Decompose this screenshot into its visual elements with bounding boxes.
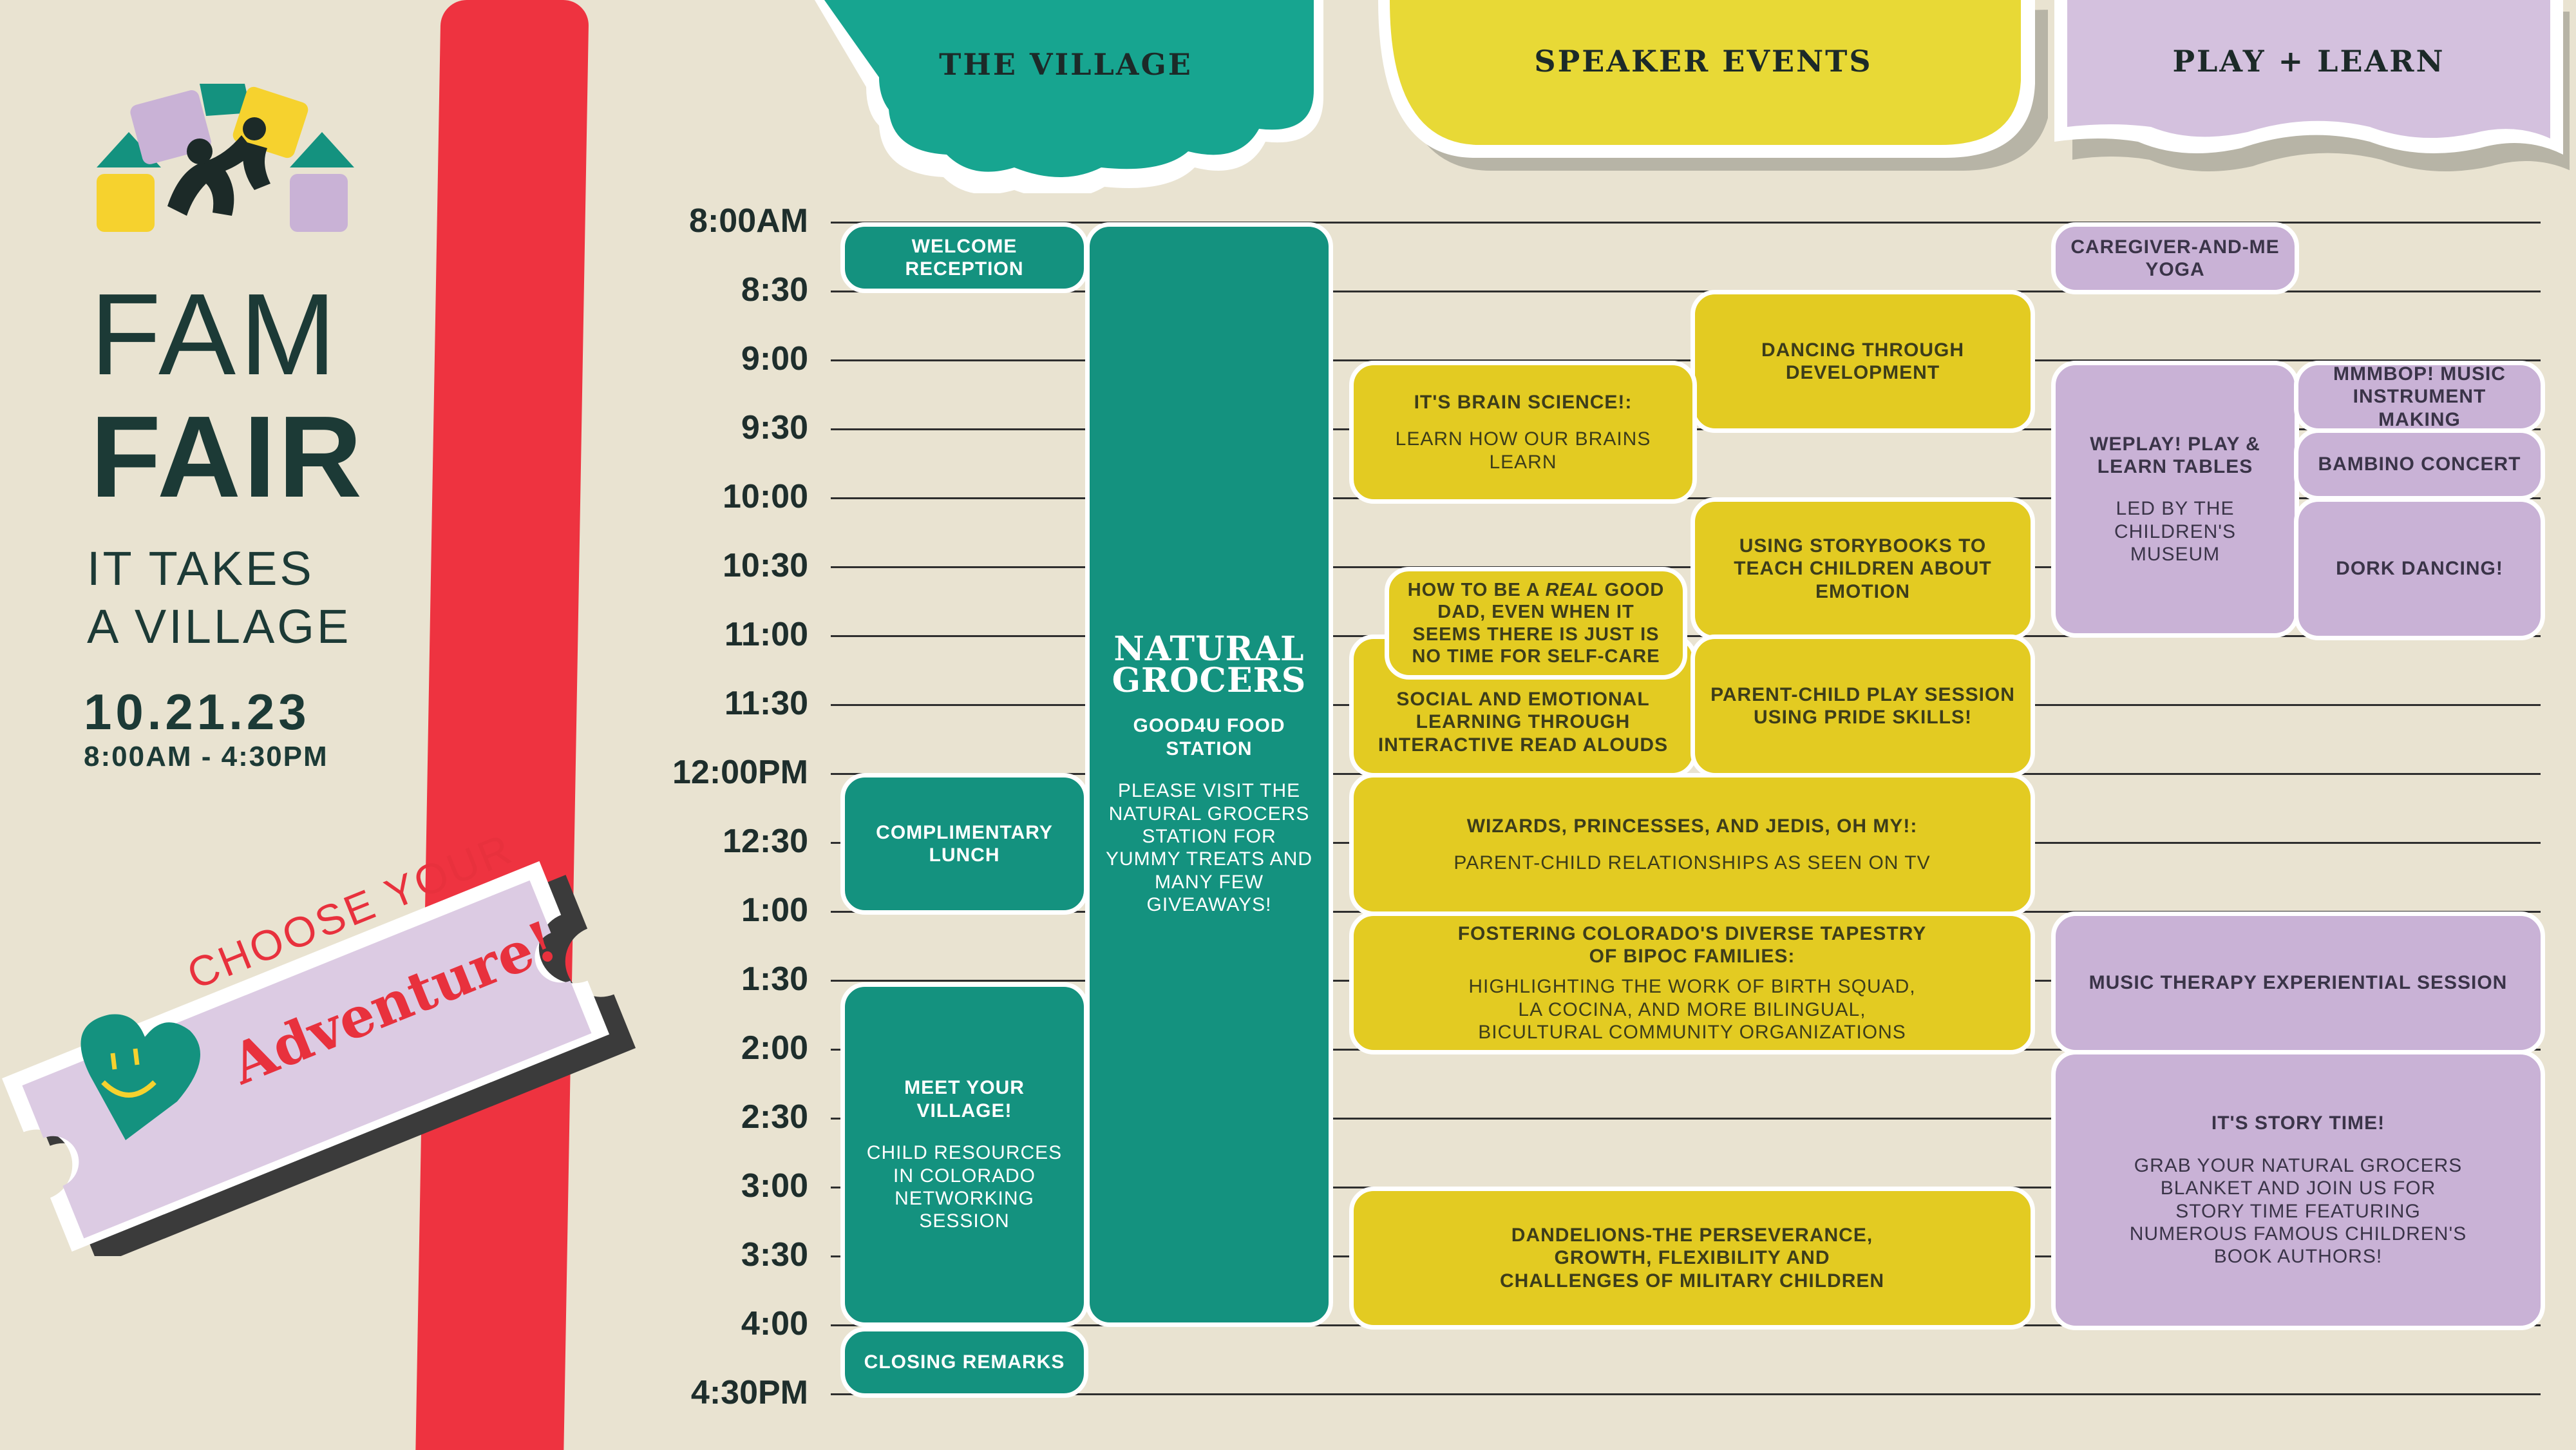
- event-title: USING STORYBOOKS TO TEACH CHILDREN ABOUT…: [1734, 535, 1992, 602]
- event-complimentary-lunch[interactable]: COMPLIMENTARY LUNCH: [840, 773, 1088, 915]
- time-label: 4:30PM: [690, 1374, 808, 1411]
- time-label: 10:30: [723, 547, 808, 584]
- event-story-time[interactable]: IT'S STORY TIME! GRAB YOUR NATURAL GROCE…: [2051, 1050, 2545, 1330]
- grid-line: [831, 566, 2541, 568]
- event-storybooks-emotion[interactable]: USING STORYBOOKS TO TEACH CHILDREN ABOUT…: [1690, 497, 2035, 640]
- event-subtitle: LED BY THE CHILDREN'S MUSEUM: [2114, 498, 2237, 566]
- event-title: MUSIC THERAPY EXPERIENTIAL SESSION: [2088, 972, 2508, 994]
- event-weplay-tables[interactable]: WEPLAY! PLAY & LEARN TABLES LED BY THE C…: [2051, 361, 2299, 638]
- event-title: DANCING THROUGH DEVELOPMENT: [1761, 339, 1964, 383]
- time-label: 9:30: [741, 409, 808, 446]
- event-title: IT'S STORY TIME!: [2211, 1112, 2385, 1134]
- time-label: 12:00PM: [672, 754, 808, 791]
- event-subtitle: LEARN HOW OUR BRAINS LEARN: [1395, 428, 1651, 473]
- natural-grocers-logo-icon: NATURAL GROCERS: [1112, 629, 1307, 700]
- event-title: PARENT-CHILD PLAY SESSION USING PRIDE SK…: [1710, 683, 2015, 728]
- time-label: 1:00: [741, 892, 808, 929]
- play-header-banner: [2054, 0, 2570, 171]
- time-label: 11:30: [724, 685, 808, 722]
- time-label: 10:00: [723, 478, 808, 515]
- event-title: WEPLAY! PLAY & LEARN TABLES: [2090, 433, 2260, 477]
- event-subtitle: GRAB YOUR NATURAL GROCERS BLANKET AND JO…: [2129, 1154, 2467, 1268]
- event-hours: 8:00AM - 4:30PM: [84, 741, 328, 772]
- brand-title-fair: FAIR: [90, 392, 365, 522]
- event-title: GOOD4U FOOD STATION: [1133, 715, 1285, 759]
- event-title: BAMBINO CONCERT: [2318, 453, 2521, 475]
- time-label: 8:30: [741, 271, 808, 309]
- event-date: 10.21.23: [84, 683, 310, 740]
- smiling-heart-icon: [80, 1014, 200, 1140]
- ticket-graphic: [2, 861, 636, 1256]
- time-label: 12:30: [723, 823, 808, 860]
- event-subtitle: PLEASE VISIT THE NATURAL GROCERS STATION…: [1105, 780, 1313, 916]
- event-title: CAREGIVER-AND-ME YOGA: [2070, 236, 2280, 280]
- column-header-speaker: SPEAKER EVENTS: [1534, 44, 1873, 79]
- event-brain-science[interactable]: IT'S BRAIN SCIENCE!: LEARN HOW OUR BRAIN…: [1349, 361, 1697, 504]
- event-subtitle: PARENT-CHILD RELATIONSHIPS AS SEEN ON TV: [1454, 852, 1931, 873]
- event-food-station[interactable]: NATURAL GROCERS GOOD4U FOOD STATION PLEA…: [1085, 222, 1333, 1327]
- tagline-line1: IT TAKES: [87, 542, 314, 595]
- event-dork-dancing[interactable]: DORK DANCING!: [2294, 497, 2545, 640]
- column-header-play: PLAY + LEARN: [2172, 44, 2445, 79]
- grid-line: [831, 222, 2541, 224]
- event-title: WELCOME RECEPTION: [905, 235, 1024, 280]
- event-caregiver-yoga[interactable]: CAREGIVER-AND-ME YOGA: [2051, 222, 2299, 294]
- event-title: DANDELIONS-THE PERSEVERANCE, GROWTH, FLE…: [1499, 1224, 1885, 1292]
- event-title: IT'S BRAIN SCIENCE!:: [1414, 391, 1633, 413]
- event-closing-remarks[interactable]: CLOSING REMARKS: [840, 1327, 1088, 1398]
- time-label: 1:30: [741, 960, 808, 998]
- event-title: SOCIAL AND EMOTIONAL LEARNING THROUGH IN…: [1378, 688, 1669, 756]
- event-mmmbop-instruments[interactable]: MMMBOP! MUSIC INSTRUMENT MAKING: [2294, 361, 2545, 433]
- event-fostering-bipoc-families[interactable]: FOSTERING COLORADO'S DIVERSE TAPESTRY OF…: [1349, 911, 2035, 1054]
- village-header-cloud: [815, 0, 1323, 193]
- time-label: 9:00: [741, 340, 808, 377]
- brand-title-fam: FAM: [90, 270, 341, 399]
- event-title: DORK DANCING!: [2336, 558, 2503, 580]
- event-title: MEET YOUR VILLAGE!: [904, 1077, 1025, 1121]
- event-music-therapy[interactable]: MUSIC THERAPY EXPERIENTIAL SESSION: [2051, 911, 2545, 1054]
- event-dancing-through-development[interactable]: DANCING THROUGH DEVELOPMENT: [1690, 290, 2035, 433]
- event-title: COMPLIMENTARY LUNCH: [876, 821, 1053, 866]
- time-label: 11:00: [724, 616, 808, 653]
- grid-line: [831, 1393, 2541, 1395]
- event-title: FOSTERING COLORADO'S DIVERSE TAPESTRY OF…: [1457, 922, 1927, 967]
- grid-line: [831, 1118, 2541, 1120]
- event-welcome-reception[interactable]: WELCOME RECEPTION: [840, 222, 1088, 293]
- event-subtitle: CHILD RESOURCES IN COLORADO NETWORKING S…: [866, 1142, 1063, 1232]
- time-label: 2:00: [741, 1029, 808, 1067]
- time-label: 3:00: [741, 1167, 808, 1205]
- fam-fair-logo-icon: [97, 84, 354, 232]
- time-label: 2:30: [741, 1098, 808, 1136]
- event-title: HOW TO BE A REAL GOOD DAD, EVEN WHEN IT …: [1407, 580, 1665, 667]
- tagline-line2: A VILLAGE: [87, 600, 352, 653]
- time-label: 8:00AM: [689, 202, 808, 240]
- speaker-header-banner: [1378, 0, 2048, 171]
- event-wizards-princesses-jedis[interactable]: WIZARDS, PRINCESSES, AND JEDIS, OH MY!: …: [1349, 773, 2035, 916]
- grid-line: [831, 291, 2541, 292]
- event-good-dad[interactable]: HOW TO BE A REAL GOOD DAD, EVEN WHEN IT …: [1385, 567, 1687, 680]
- event-pride-skills[interactable]: PARENT-CHILD PLAY SESSION USING PRIDE SK…: [1690, 634, 2035, 777]
- grid-line: [831, 359, 2541, 361]
- time-label: 3:30: [741, 1236, 808, 1274]
- event-bambino-concert[interactable]: BAMBINO CONCERT: [2294, 428, 2545, 501]
- event-meet-your-village[interactable]: MEET YOUR VILLAGE! CHILD RESOURCES IN CO…: [840, 982, 1088, 1327]
- event-subtitle: HIGHLIGHTING THE WORK OF BIRTH SQUAD, LA…: [1468, 976, 1916, 1044]
- time-label: 4:00: [741, 1305, 808, 1342]
- event-title: MMMBOP! MUSIC INSTRUMENT MAKING: [2333, 363, 2506, 430]
- column-header-village: THE VILLAGE: [939, 47, 1193, 82]
- event-title: WIZARDS, PRINCESSES, AND JEDIS, OH MY!:: [1466, 815, 1918, 837]
- event-dandelions[interactable]: DANDELIONS-THE PERSEVERANCE, GROWTH, FLE…: [1349, 1187, 2035, 1330]
- event-title: CLOSING REMARKS: [864, 1351, 1065, 1373]
